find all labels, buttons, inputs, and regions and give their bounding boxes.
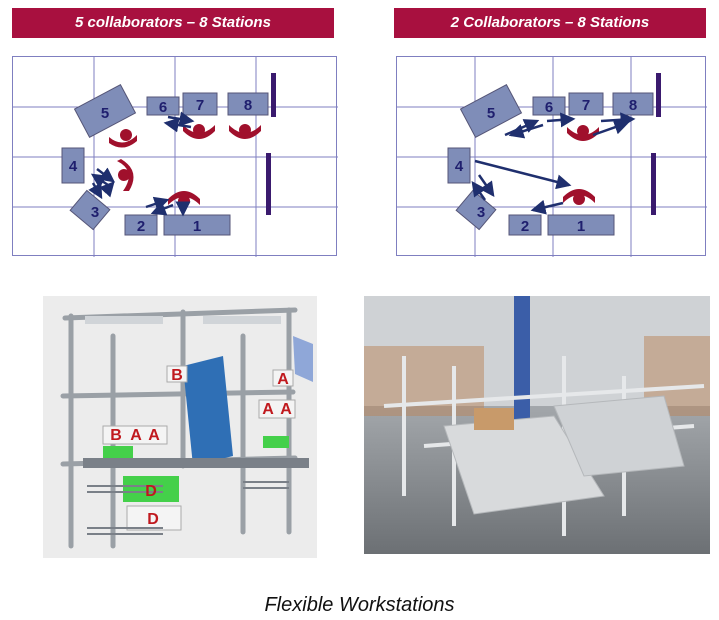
operator-icon xyxy=(183,124,215,139)
bin-label-a: A xyxy=(148,427,160,444)
operator-icon xyxy=(563,189,595,205)
wall-top xyxy=(656,73,661,117)
wall-bottom xyxy=(651,153,656,215)
station-6 xyxy=(532,96,566,116)
station-4-label: 4 xyxy=(69,158,78,175)
station-7-label: 7 xyxy=(582,97,590,114)
workstation-3d-render: B A A A B A A D D xyxy=(43,296,317,558)
warehouse-workstation-photo xyxy=(364,296,710,554)
wall-bottom xyxy=(266,153,271,215)
station-1-label: 1 xyxy=(577,218,585,235)
left-panel-title: 5 collaborators – 8 Stations xyxy=(12,8,334,38)
station-8-label: 8 xyxy=(629,97,637,114)
station-1-label: 1 xyxy=(193,218,201,235)
station-5-label: 5 xyxy=(487,105,495,122)
station-2-label: 2 xyxy=(521,218,529,235)
station-7-label: 7 xyxy=(196,97,204,114)
station-5 xyxy=(459,83,523,139)
station-4-label: 4 xyxy=(455,158,464,175)
figure-caption: Flexible Workstations xyxy=(264,594,455,616)
station-3-label: 3 xyxy=(91,204,99,221)
bin-label-d: D xyxy=(147,511,159,528)
layout-diagram-2-collaborators: 5 6 7 8 4 3 2 1 xyxy=(396,56,707,257)
station-4 xyxy=(447,147,471,184)
station-7 xyxy=(182,92,218,116)
operator-icon xyxy=(229,124,261,139)
station-2 xyxy=(508,214,542,236)
station-5 xyxy=(73,83,137,139)
station-2 xyxy=(124,214,158,236)
station-6-label: 6 xyxy=(159,99,167,116)
right-panel-title: 2 Collaborators – 8 Stations xyxy=(394,8,706,38)
station-4 xyxy=(61,147,85,184)
station-8-label: 8 xyxy=(244,97,252,114)
bin-label-a: A xyxy=(262,401,274,418)
bin-label-d: D xyxy=(145,483,157,500)
wall-top xyxy=(271,73,276,117)
bin-label-a: A xyxy=(277,371,289,388)
station-2-label: 2 xyxy=(137,218,145,235)
operator-icon xyxy=(117,159,134,191)
station-7 xyxy=(568,92,604,116)
layout-diagram-5-collaborators: 5 6 7 8 4 3 2 1 xyxy=(12,56,338,257)
bin-label-b: B xyxy=(171,367,183,384)
station-3 xyxy=(69,189,111,231)
station-3-label: 3 xyxy=(477,204,485,221)
bin-label-a: A xyxy=(130,427,142,444)
operator-icon xyxy=(567,125,599,141)
bin-label-b: B xyxy=(110,427,122,444)
operator-icon xyxy=(109,129,137,148)
station-6 xyxy=(146,96,180,116)
bin-label-a: A xyxy=(280,401,292,418)
station-8 xyxy=(227,92,269,116)
station-6-label: 6 xyxy=(545,99,553,116)
station-5-label: 5 xyxy=(101,105,109,122)
station-1 xyxy=(547,214,615,236)
station-1 xyxy=(163,214,231,236)
